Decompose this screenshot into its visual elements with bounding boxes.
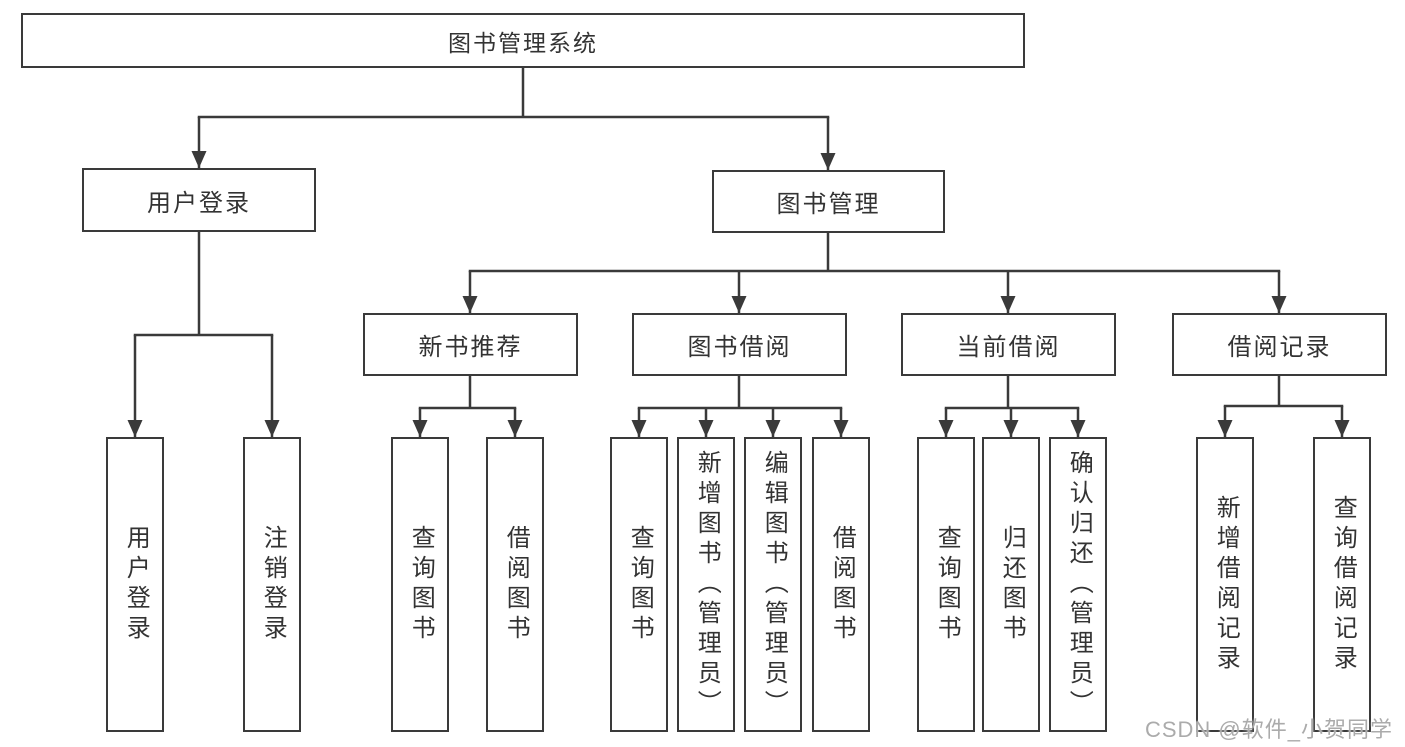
node-nbr-query-books-label: 查询图书 — [407, 524, 435, 645]
tree-branches — [127, 66, 1350, 437]
node-cb-confirm-return-admin: 确认归还（管理员） — [1049, 437, 1107, 732]
node-book-management: 图书管理 — [712, 170, 945, 233]
node-nbr-borrow-books: 借阅图书 — [486, 437, 544, 732]
node-current-borrow: 当前借阅 — [901, 313, 1116, 376]
node-bb-borrow-books: 借阅图书 — [812, 437, 870, 732]
node-root: 图书管理系统 — [21, 13, 1025, 68]
node-cb-return-books-label: 归还图书 — [998, 524, 1026, 645]
node-borrow-records: 借阅记录 — [1172, 313, 1387, 376]
node-book-borrow: 图书借阅 — [632, 313, 847, 376]
node-bb-edit-books-admin-label: 编辑图书（管理员） — [760, 449, 788, 720]
node-user-login: 用户登录 — [106, 437, 164, 732]
node-bb-borrow-books-label: 借阅图书 — [828, 524, 856, 645]
node-br-query-record-label: 查询借阅记录 — [1329, 494, 1357, 675]
node-bb-query-books-label: 查询图书 — [626, 524, 654, 645]
node-nbr-borrow-books-label: 借阅图书 — [502, 524, 530, 645]
node-nbr-query-books: 查询图书 — [391, 437, 449, 732]
node-br-add-record-label: 新增借阅记录 — [1212, 494, 1240, 675]
node-cb-query-books: 查询图书 — [917, 437, 975, 732]
node-bb-query-books: 查询图书 — [610, 437, 668, 732]
node-logout: 注销登录 — [243, 437, 301, 732]
csdn-watermark: CSDN @软件_小贺同学 — [1144, 717, 1393, 742]
node-bb-edit-books-admin: 编辑图书（管理员） — [744, 437, 802, 732]
node-br-query-record: 查询借阅记录 — [1313, 437, 1371, 732]
node-user-login-group: 用户登录 — [82, 168, 316, 232]
node-cb-query-books-label: 查询图书 — [933, 524, 961, 645]
node-cb-return-books: 归还图书 — [982, 437, 1040, 732]
node-cb-confirm-return-admin-label: 确认归还（管理员） — [1065, 449, 1093, 720]
node-logout-label: 注销登录 — [259, 524, 287, 645]
node-new-book-recommend: 新书推荐 — [363, 313, 578, 376]
node-bb-add-books-admin: 新增图书（管理员） — [677, 437, 735, 732]
node-br-add-record: 新增借阅记录 — [1196, 437, 1254, 732]
node-bb-add-books-admin-label: 新增图书（管理员） — [693, 449, 721, 720]
node-user-login-label: 用户登录 — [122, 524, 150, 645]
